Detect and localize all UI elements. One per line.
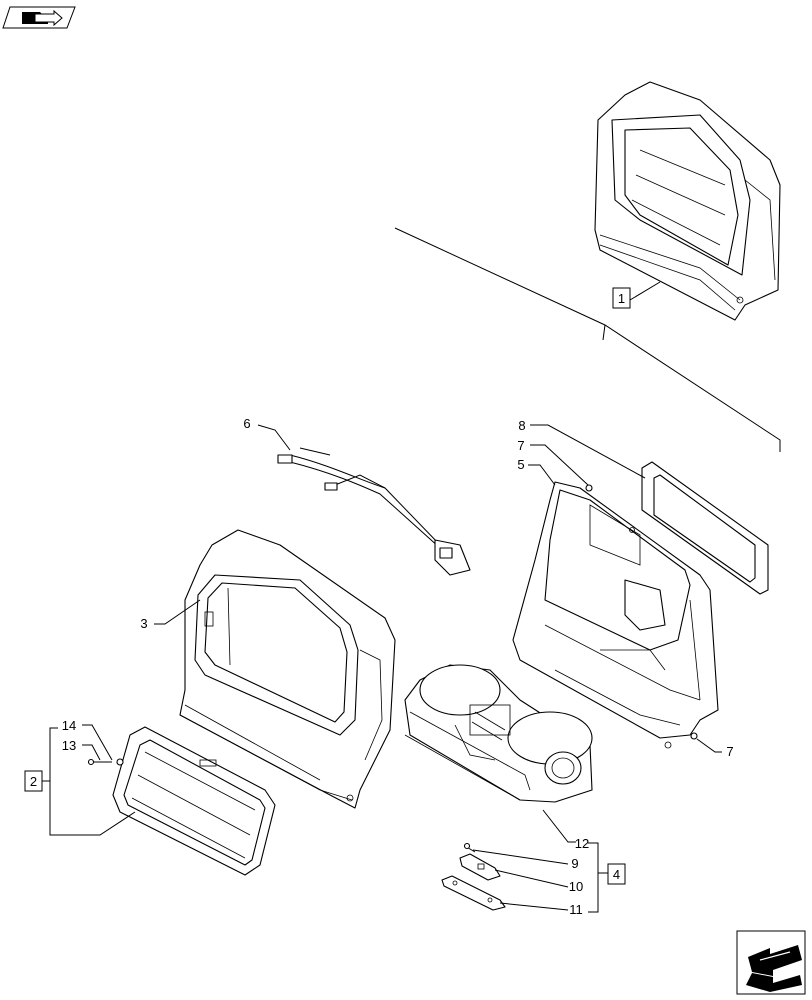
callout-9: 9 bbox=[571, 856, 578, 871]
book-arrow-icon[interactable] bbox=[2, 6, 76, 29]
plate-11 bbox=[441, 875, 506, 911]
callout-14: 14 bbox=[62, 718, 76, 733]
blower-motor bbox=[404, 664, 593, 803]
lower-housing bbox=[512, 481, 719, 749]
screw-7-top bbox=[585, 484, 593, 492]
callout-11: 11 bbox=[569, 902, 583, 917]
callout-4: 4 bbox=[613, 867, 620, 882]
callout-13: 13 bbox=[62, 738, 76, 753]
filter-panel bbox=[112, 726, 276, 876]
callout-12: 12 bbox=[575, 836, 589, 851]
evaporator-housing bbox=[179, 529, 396, 809]
wiring-harness bbox=[277, 447, 471, 576]
assembly-housing-top bbox=[594, 81, 781, 321]
callout-6: 6 bbox=[243, 416, 250, 431]
callout-8: 8 bbox=[518, 418, 525, 433]
callout-1: 1 bbox=[618, 291, 625, 306]
screw-7-bottom bbox=[690, 732, 698, 740]
callout-7-top: 7 bbox=[517, 438, 524, 453]
next-page-arrow-icon[interactable] bbox=[736, 930, 806, 995]
callout-10: 10 bbox=[569, 879, 583, 894]
bracket-10 bbox=[459, 853, 501, 881]
filter-frame bbox=[641, 461, 769, 595]
resistor-9 bbox=[463, 842, 476, 853]
callout-3: 3 bbox=[140, 616, 147, 631]
callout-2: 2 bbox=[30, 774, 37, 789]
callout-7-bottom: 7 bbox=[726, 744, 733, 759]
callout-5: 5 bbox=[517, 457, 524, 472]
screw-13 bbox=[87, 758, 124, 766]
